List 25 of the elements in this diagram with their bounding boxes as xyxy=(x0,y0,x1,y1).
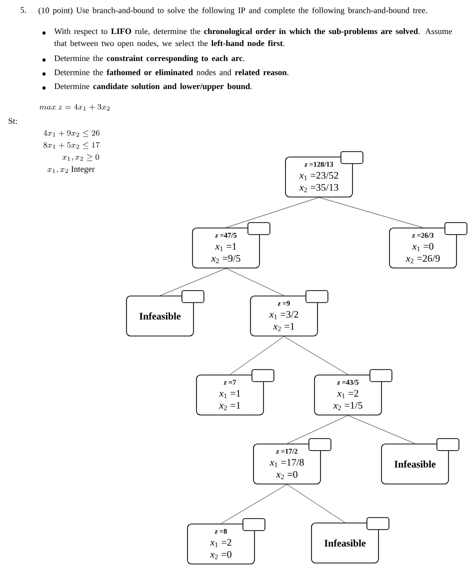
bullet-text: With respect to LIFO rule, determine the chronological order in which the sub-problems are solved. Assume that between two open nodes, we select the left-hand node first. xyxy=(54,28,452,48)
constraint-formula: $4x_1 + 9x_2 \leq 26$ xyxy=(43,130,100,137)
st-label: St: xyxy=(8,118,17,124)
bullet-text: Determine candidate solution and lower/upper bound. xyxy=(54,83,252,91)
bullet-text: Determine the constraint corresponding to each arc. xyxy=(54,55,244,63)
tree-edge xyxy=(318,197,424,228)
tree-edge xyxy=(348,415,416,444)
tree-edge xyxy=(284,336,348,375)
bullet-text: Determine the fathomed or eliminated nodes and related reason. xyxy=(54,69,288,76)
constraint-formula: $x_1, x_2\ \mathrm{Integer}$ xyxy=(47,166,95,174)
node-box: Infeasible xyxy=(381,444,449,484)
constraint-formula: $x_1, x_2 \geq 0$ xyxy=(62,154,100,162)
tree-edge xyxy=(230,336,284,375)
objective-formula: $max\ z = 4x_1 + 3x_2$ xyxy=(39,104,110,110)
tree-edge xyxy=(226,197,320,228)
question-number: 5. xyxy=(20,7,26,13)
tree-edge xyxy=(226,268,284,296)
tree-edge xyxy=(286,415,348,444)
tree-edge xyxy=(160,268,226,296)
tree-edge xyxy=(220,484,288,524)
constraint-formula: $8x_1 + 5x_2 \leq 17$ xyxy=(44,142,100,149)
question-text: (10 point) Use branch-and-bound to solve the following IP and complete the following branch-and-bound tree. xyxy=(38,7,427,15)
tree-edge xyxy=(286,484,346,523)
node-box: Infeasible xyxy=(311,522,379,564)
node-box: Infeasible xyxy=(126,296,194,336)
